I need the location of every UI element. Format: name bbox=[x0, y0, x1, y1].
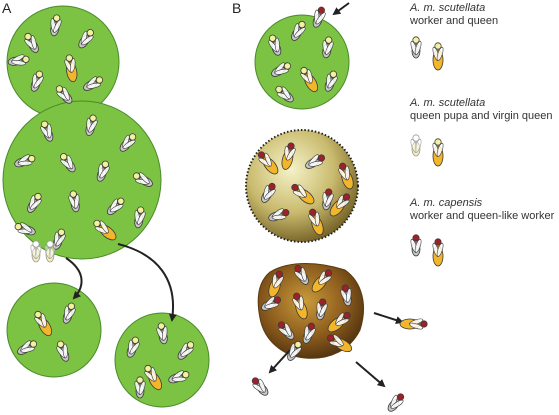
scutellata-worker-icon bbox=[410, 36, 422, 59]
capensis-queen-like-worker-icon bbox=[308, 208, 324, 236]
scutellata-worker-icon bbox=[30, 70, 44, 92]
scutellata-worker-icon bbox=[324, 70, 338, 92]
legend-2-title: A. m. scutellata bbox=[410, 97, 486, 109]
capensis-worker-icon bbox=[305, 154, 326, 169]
legend-1-subtitle: worker and queen bbox=[410, 15, 499, 27]
legend-3-title: A. m. capensis bbox=[410, 197, 483, 209]
scutellata-worker-icon bbox=[62, 302, 76, 324]
scutellata-worker-icon bbox=[14, 222, 36, 236]
capensis-queen-like-worker-icon bbox=[399, 318, 428, 330]
arrow-a-to-right-daughter bbox=[117, 243, 177, 322]
queen-pupa-icon bbox=[44, 240, 56, 263]
scutellata-queen-icon bbox=[300, 66, 319, 93]
colony-a-swarming bbox=[2, 100, 162, 260]
capensis-queen-like-worker-icon bbox=[268, 270, 284, 298]
scutellata-worker-icon bbox=[40, 120, 54, 142]
arrow-b-dispersal-lower-right bbox=[355, 361, 386, 388]
colony-b-brood-parasitized bbox=[245, 129, 359, 243]
capensis-queen-like-worker-icon bbox=[329, 193, 351, 217]
scutellata-worker-icon bbox=[7, 54, 30, 66]
scutellata-queen-icon bbox=[93, 219, 117, 241]
scutellata-worker-icon bbox=[177, 341, 195, 360]
capensis-worker-icon bbox=[340, 284, 352, 307]
scutellata-worker-icon bbox=[78, 29, 94, 49]
scutellata-worker-icon bbox=[126, 336, 140, 358]
legend-1-title: A. m. scutellata bbox=[410, 2, 486, 14]
capensis-worker-icon bbox=[302, 322, 316, 344]
scutellata-worker-icon bbox=[96, 160, 110, 182]
scutellata-worker-icon bbox=[268, 34, 282, 56]
capensis-worker-icon bbox=[294, 264, 309, 285]
capensis-worker-icon bbox=[312, 6, 326, 28]
capensis-worker-icon bbox=[251, 377, 269, 396]
legend-3-subtitle: worker and queen-like worker bbox=[410, 210, 555, 222]
capensis-worker-icon bbox=[277, 321, 295, 340]
capensis-queen-like-worker-icon bbox=[281, 142, 296, 170]
capensis-worker-icon bbox=[268, 208, 290, 222]
queen-pupa-icon bbox=[410, 134, 422, 157]
capensis-queen-like-worker-icon bbox=[291, 183, 315, 205]
capensis-queen-like-worker-icon bbox=[326, 334, 353, 353]
scutellata-queen-icon bbox=[64, 54, 78, 83]
scutellata-queen-icon bbox=[34, 310, 53, 337]
scutellata-worker-icon bbox=[134, 206, 146, 229]
scutellata-worker-icon bbox=[132, 172, 153, 187]
scutellata-worker-icon bbox=[322, 36, 334, 59]
scutellata-queen-icon bbox=[432, 138, 444, 167]
arrow-b-intruder-entering bbox=[332, 2, 350, 16]
scutellata-worker-icon bbox=[275, 85, 294, 103]
scutellata-worker-icon bbox=[60, 153, 76, 173]
capensis-queen-like-worker-icon bbox=[327, 311, 351, 333]
scutellata-worker-icon bbox=[17, 340, 38, 355]
scutellata-worker-icon bbox=[271, 62, 292, 77]
scutellata-worker-icon bbox=[50, 14, 62, 37]
scutellata-worker-icon bbox=[68, 190, 80, 213]
capensis-worker-icon bbox=[261, 296, 282, 311]
capensis-queen-like-worker-icon bbox=[338, 162, 354, 190]
scutellata-worker-icon bbox=[85, 114, 98, 137]
scutellata-worker-icon bbox=[156, 322, 168, 345]
scutellata-queen-icon bbox=[432, 42, 444, 71]
scutellata-worker-icon bbox=[291, 20, 306, 41]
scutellata-worker-icon bbox=[134, 376, 146, 399]
scutellata-worker-icon bbox=[55, 85, 73, 104]
capensis-queen-like-worker-icon bbox=[292, 292, 308, 320]
capensis-queen-like-worker-icon bbox=[311, 269, 333, 293]
arrow-b-dispersal-lower-left bbox=[268, 349, 291, 374]
scutellata-worker-icon bbox=[287, 340, 302, 361]
capensis-queen-like-worker-icon bbox=[432, 238, 444, 267]
panel-label-b: B bbox=[232, 0, 242, 16]
scutellata-worker-icon bbox=[168, 370, 190, 384]
scutellata-queen-icon bbox=[144, 364, 163, 391]
capensis-worker-icon bbox=[410, 234, 422, 257]
arrow-b-dispersal-right bbox=[373, 312, 404, 324]
scutellata-worker-icon bbox=[27, 192, 42, 213]
scutellata-worker-icon bbox=[14, 154, 36, 168]
scutellata-worker-icon bbox=[106, 197, 125, 216]
capensis-queen-like-worker-icon bbox=[257, 151, 279, 175]
capensis-worker-icon bbox=[387, 393, 405, 412]
scutellata-worker-icon bbox=[83, 76, 104, 91]
legend-2-subtitle: queen pupa and virgin queen bbox=[410, 110, 553, 122]
capensis-worker-icon bbox=[322, 188, 334, 211]
scutellata-worker-icon bbox=[119, 133, 137, 152]
panel-label-a: A bbox=[2, 0, 12, 16]
scutellata-worker-icon bbox=[24, 32, 39, 53]
colony-a-daughter-left bbox=[6, 282, 102, 378]
queen-pupa-icon bbox=[30, 240, 42, 263]
scutellata-worker-icon bbox=[56, 340, 70, 362]
capensis-worker-icon bbox=[316, 298, 328, 321]
capensis-worker-icon bbox=[261, 182, 276, 203]
arrow-a-to-left-daughter bbox=[65, 257, 83, 300]
